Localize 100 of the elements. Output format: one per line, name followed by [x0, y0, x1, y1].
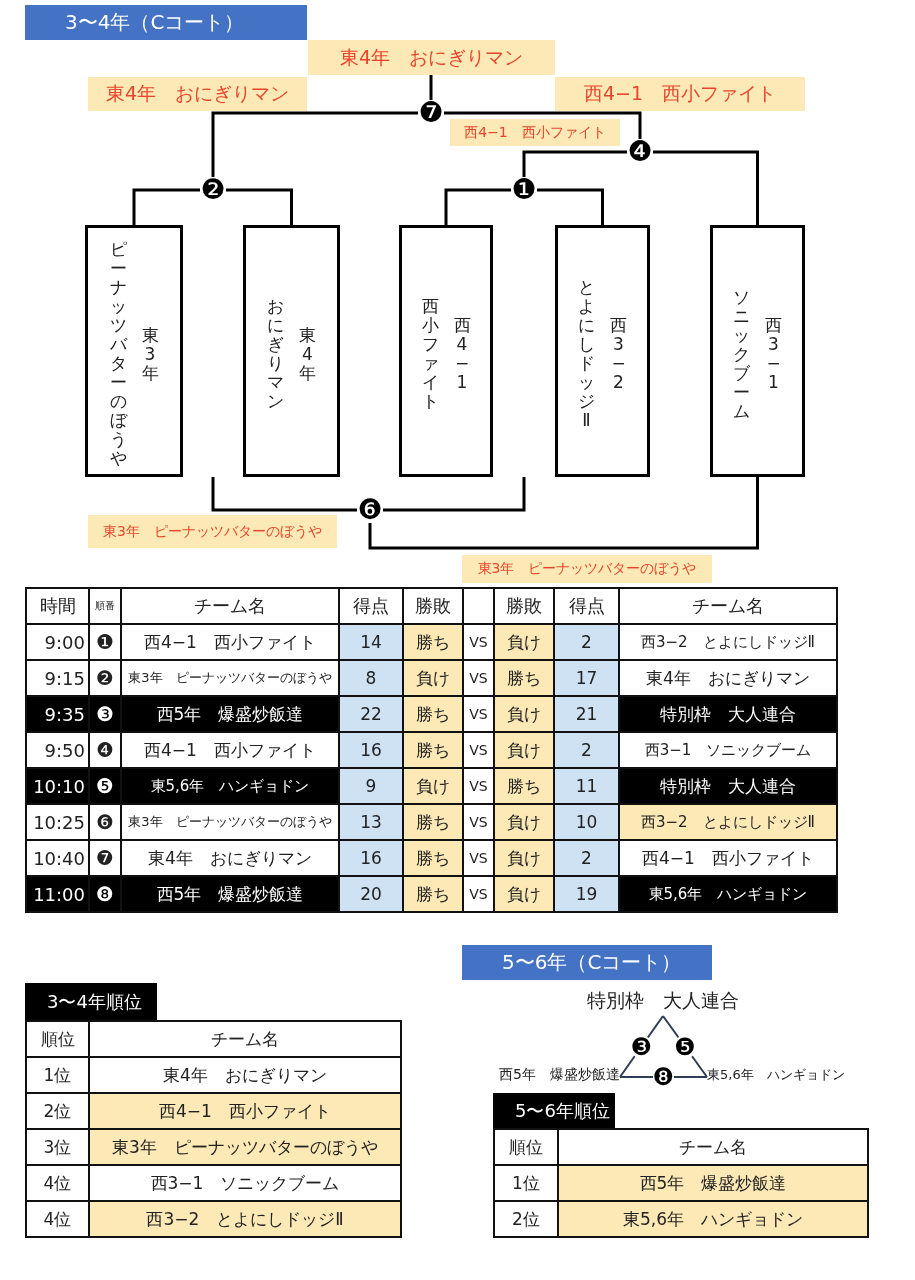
team-name: 西5年 爆盛炒飯達: [455, 1064, 620, 1086]
winner-label: 東4年 おにぎりマン: [88, 77, 307, 111]
score-cell: 16: [339, 840, 403, 876]
result-label: 東3年 ピーナッツバターのぼうや: [88, 515, 337, 548]
match-number: ❷: [200, 177, 226, 203]
bracket-line: [132, 188, 200, 225]
score-cell: 17: [554, 660, 619, 696]
table-tab: 3〜4年順位: [25, 983, 157, 1020]
bracket-line: [383, 477, 526, 512]
match-number: ❸: [630, 1034, 652, 1059]
header-cell: 順番: [89, 588, 121, 624]
score-cell: 13: [339, 804, 403, 840]
time-cell: 10:25: [26, 804, 89, 840]
time-cell: 11:00: [26, 876, 89, 912]
score-cell: 8: [339, 660, 403, 696]
match-number: ❽: [652, 1065, 674, 1089]
team-name-cell: 東3年 ピーナッツバターのぼうや: [89, 1129, 401, 1165]
header-cell: 順位: [26, 1021, 89, 1057]
winner-label: 西4−1 西小ファイト: [555, 77, 805, 111]
team-box: [85, 225, 183, 477]
champion-label: 東4年 おにぎりマン: [308, 40, 555, 75]
result-cell: 負け: [494, 624, 554, 660]
section-heading: 3〜4年（Cコート）: [25, 5, 307, 40]
match-number-cell: ❻: [89, 804, 121, 840]
result-cell: 負け: [403, 660, 463, 696]
result-cell: 負け: [494, 732, 554, 768]
match-number: ❻: [357, 497, 383, 523]
team-name: とよにしドッジⅡ: [577, 278, 596, 430]
bracket-line: [444, 188, 511, 225]
team-name-cell: 東5,6年 ハンギョドン: [121, 768, 339, 804]
result-cell: 負け: [403, 768, 463, 804]
result-label: 東3年 ピーナッツバターのぼうや: [462, 555, 712, 583]
team-name-cell: 西5年 爆盛炒飯達: [121, 876, 339, 912]
bracket-line: [653, 150, 759, 225]
score-cell: 2: [554, 732, 619, 768]
score-cell: 19: [554, 876, 619, 912]
header-cell: チーム名: [619, 588, 837, 624]
match-number: ❶: [511, 177, 537, 203]
team-name-cell: 西3−2 とよにしドッジⅡ: [619, 804, 837, 840]
team-box: [710, 225, 805, 477]
bracket-line: [211, 111, 418, 177]
bracket-line: [226, 188, 293, 225]
bracket-line: [368, 477, 759, 550]
section-heading: 5〜6年（Cコート）: [462, 945, 712, 980]
score-cell: 9: [339, 768, 403, 804]
result-cell: 勝ち: [403, 732, 463, 768]
header-cell: 時間: [26, 588, 89, 624]
result-cell: 負け: [494, 804, 554, 840]
result-cell: 勝ち: [403, 696, 463, 732]
triangle-side: [619, 1076, 708, 1078]
result-cell: 勝ち: [403, 840, 463, 876]
result-cell: 勝ち: [494, 660, 554, 696]
bracket-line: [444, 111, 642, 139]
team-name-cell: 特別枠 大人連合: [619, 696, 837, 732]
score-cell: 14: [339, 624, 403, 660]
team-name: 特別枠 大人連合: [560, 986, 766, 1016]
header-cell: チーム名: [558, 1129, 868, 1165]
result-cell: 負け: [494, 696, 554, 732]
team-name: 西小ファイト: [420, 297, 440, 411]
result-label: 西4−1 西小ファイト: [450, 119, 620, 146]
grade-label: 西3−1: [764, 316, 783, 392]
result-cell: 勝ち: [403, 876, 463, 912]
team-name-cell: 西4−1 西小ファイト: [121, 624, 339, 660]
team-name-cell: 東5,6年 ハンギョドン: [619, 876, 837, 912]
result-cell: 勝ち: [403, 624, 463, 660]
team-box: [243, 225, 340, 477]
team-name-cell: 西3−2 とよにしドッジⅡ: [89, 1201, 401, 1237]
bracket-line: [211, 477, 357, 512]
team-name-cell: 西4−1 西小ファイト: [89, 1093, 401, 1129]
team-box: [399, 225, 493, 477]
header-cell: 順位: [494, 1129, 558, 1165]
rank-cell: 1位: [26, 1057, 89, 1093]
table-tab: 5〜6年順位: [493, 1093, 615, 1128]
header-cell: チーム名: [121, 588, 339, 624]
bracket-line: [429, 75, 433, 100]
grade-label: 西4−1: [452, 316, 472, 392]
team-box: [555, 225, 650, 477]
team-name-cell: 特別枠 大人連合: [619, 768, 837, 804]
team-name-cell: 東3年 ピーナッツバターのぼうや: [121, 804, 339, 840]
result-cell: 負け: [494, 840, 554, 876]
grade-label: 東4年: [298, 325, 317, 383]
score-cell: 22: [339, 696, 403, 732]
score-cell: 20: [339, 876, 403, 912]
score-cell: 21: [554, 696, 619, 732]
score-cell: 10: [554, 804, 619, 840]
grade-label: 東3年: [140, 325, 160, 383]
team-name-cell: 西5年 爆盛炒飯達: [558, 1165, 868, 1201]
team-name-cell: 東5,6年 ハンギョドン: [558, 1201, 868, 1237]
bracket-line: [522, 150, 627, 177]
time-cell: 10:10: [26, 768, 89, 804]
bracket-line: [537, 188, 604, 225]
header-cell: チーム名: [89, 1021, 401, 1057]
team-name: ピーナッツバターのぼうや: [108, 240, 128, 468]
team-name: おにぎりマン: [266, 297, 285, 411]
result-cell: 負け: [494, 876, 554, 912]
time-cell: 9:00: [26, 624, 89, 660]
score-cell: 11: [554, 768, 619, 804]
team-name-cell: 西5年 爆盛炒飯達: [121, 696, 339, 732]
team-name-cell: 西3−2 とよにしドッジⅡ: [619, 624, 837, 660]
result-cell: 勝ち: [494, 768, 554, 804]
